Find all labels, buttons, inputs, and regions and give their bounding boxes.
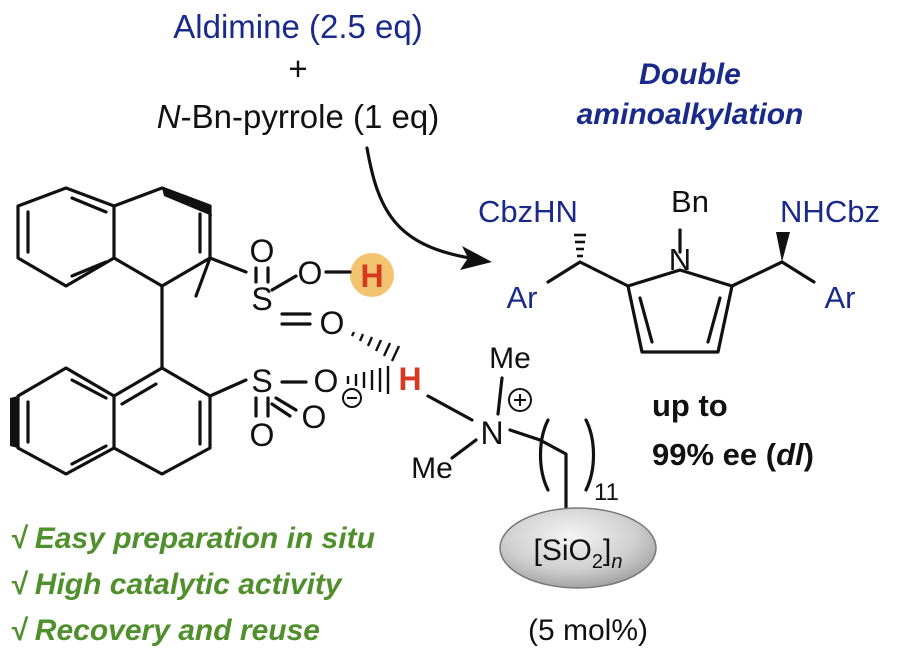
feature-1: √ Easy preparation in situ	[10, 522, 375, 555]
product-ar-right: Ar	[825, 280, 856, 315]
silica-bead	[499, 507, 657, 589]
product-ar-left: Ar	[507, 280, 538, 315]
lower-sulfonate: S O O O H	[250, 361, 422, 453]
hydrogen-bond-upper	[350, 331, 401, 362]
upper-o-right: O	[320, 305, 345, 341]
lower-o-bottom: O	[250, 417, 275, 453]
plus-sign: +	[288, 50, 307, 87]
methyl-left: Me	[411, 452, 453, 485]
catalyst-loading: (5 mol%)	[528, 614, 648, 647]
reaction-title-line2: aminoalkylation	[577, 98, 804, 131]
result-line1: up to	[652, 388, 728, 423]
upper-o-top: O	[250, 233, 275, 269]
upper-sulfonic-acid: S O O H O	[250, 233, 401, 362]
pyrrole-label: N-Bn-pyrrole (1 eq)	[157, 98, 439, 135]
supported-ammonium: N Me Me 11 [SiO2]n (5 mol%)	[411, 342, 657, 647]
upper-acid-h: H	[360, 258, 383, 294]
ammonium-n: N	[480, 415, 503, 451]
product-bn: Bn	[671, 184, 709, 219]
product-structure: CbzHN NHCbz Bn N Ar Ar	[478, 184, 880, 354]
hydrogen-bond-lower	[346, 366, 390, 394]
lower-s: S	[251, 363, 272, 399]
proton-highlight	[350, 253, 394, 297]
ammonium-h: H	[398, 361, 421, 397]
methyl-top: Me	[489, 342, 531, 375]
chain-subscript: 11	[594, 479, 619, 506]
lower-o-anion: O	[314, 363, 339, 399]
negative-charge-icon	[342, 388, 362, 408]
positive-charge-icon	[508, 388, 532, 412]
reaction-title-line1: Double	[639, 58, 741, 91]
aldimine-label: Aldimine (2.5 eq)	[173, 8, 422, 45]
product-right-nhcbz: NHCbz	[780, 194, 880, 229]
product-left-nhcbz: CbzHN	[478, 194, 578, 229]
upper-oh-o: O	[298, 255, 323, 291]
arrow-head	[460, 246, 492, 270]
result-line2: 99% ee (dl)	[652, 437, 814, 472]
feature-2: √ High catalytic activity	[10, 568, 343, 601]
binaphthyl-structure	[10, 186, 248, 476]
lower-o-right: O	[302, 399, 327, 435]
upper-s: S	[251, 281, 272, 317]
silica-label: [SiO2]n	[534, 534, 623, 573]
feature-3: √ Recovery and reuse	[10, 614, 320, 647]
product-pyrrole-n: N	[669, 242, 691, 277]
reaction-arrow	[365, 146, 472, 260]
